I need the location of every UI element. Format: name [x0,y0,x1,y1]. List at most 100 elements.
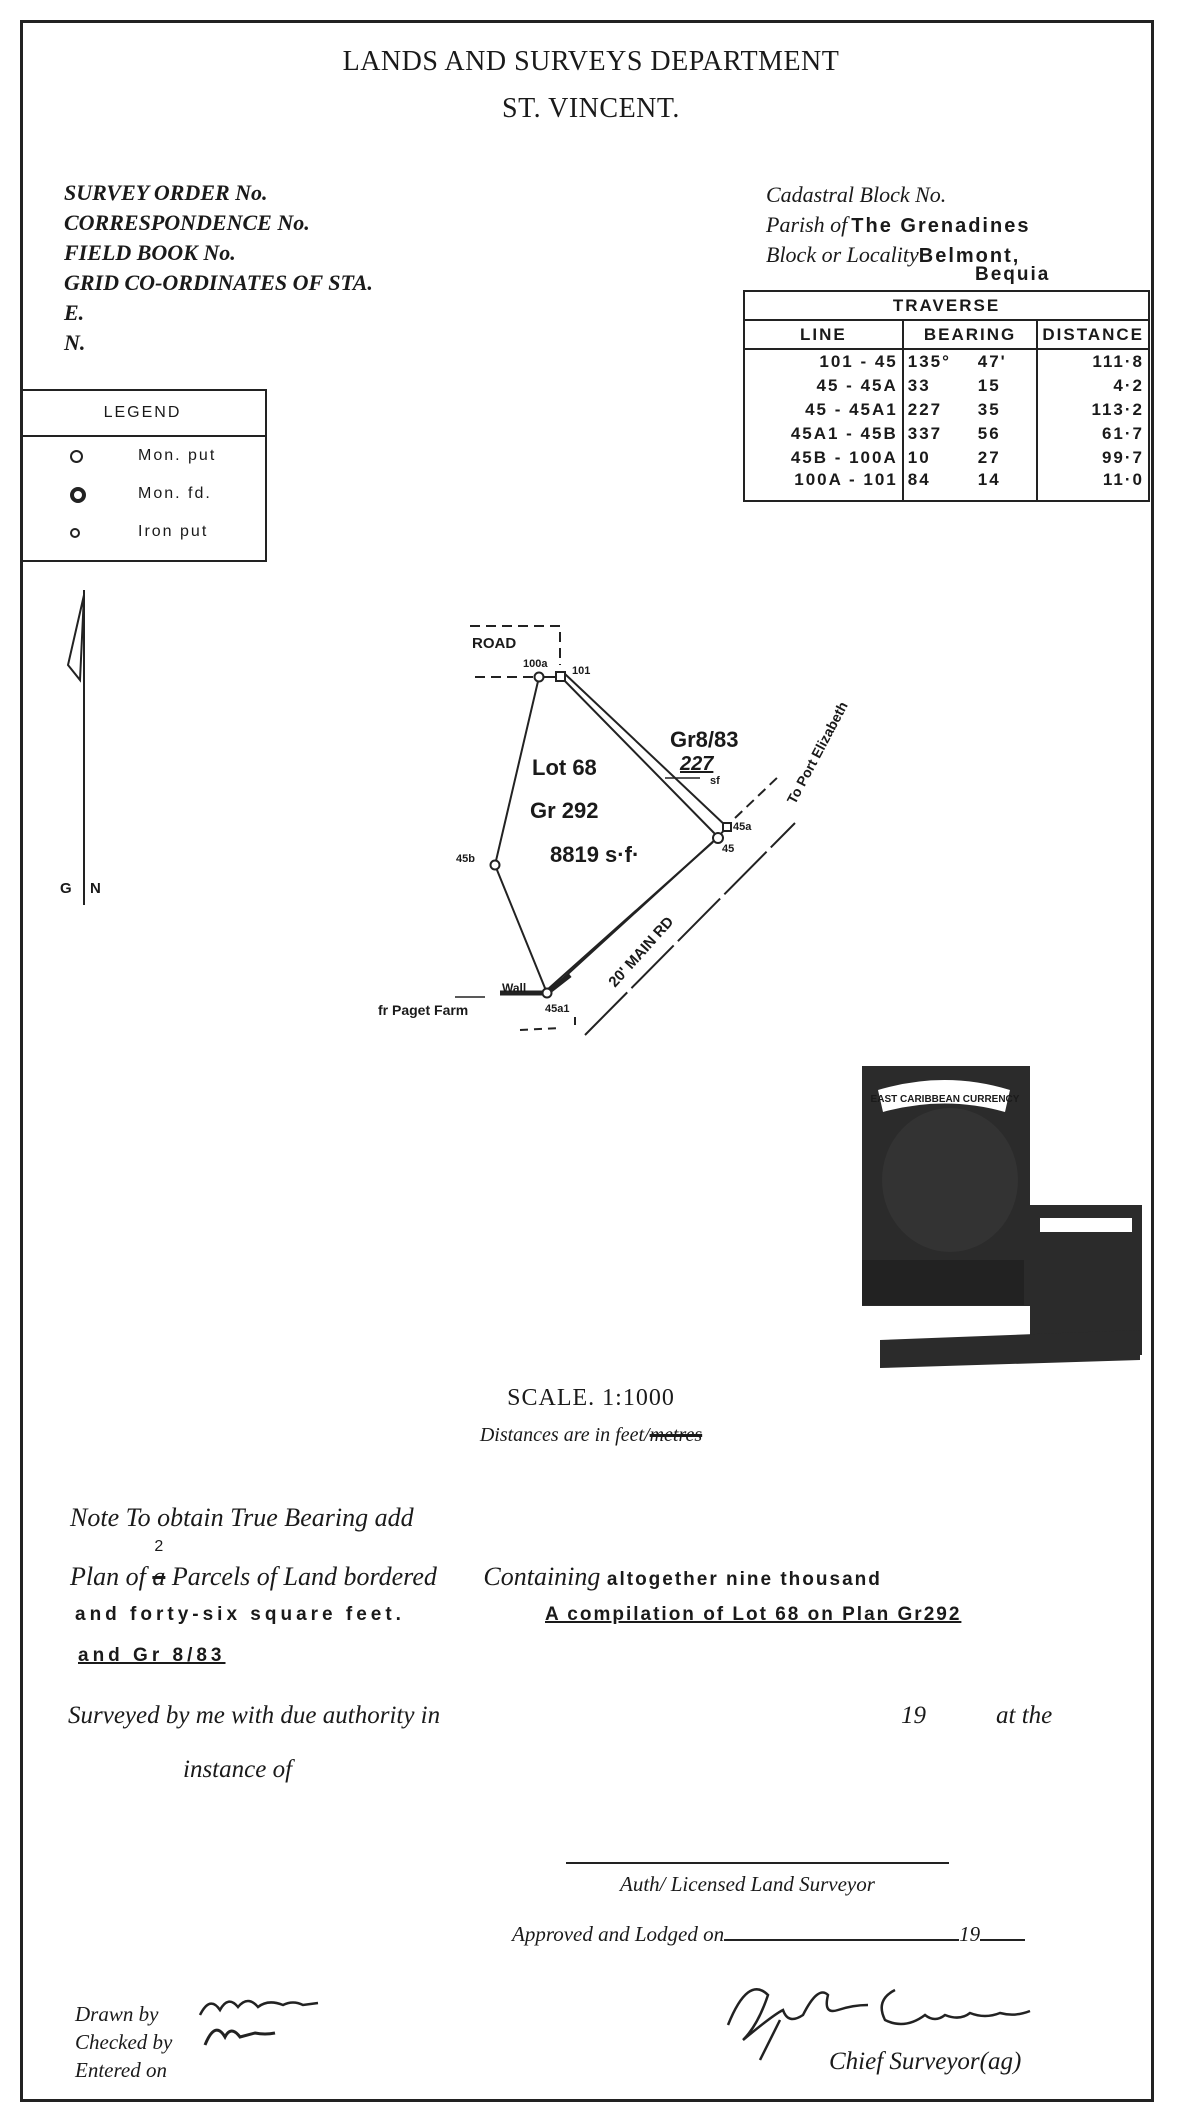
easting-field: E. [64,300,85,325]
approved-year: 19 [959,1922,981,1946]
stamp-lettering: EAST CARIBBEAN CURRENCY [871,1094,1020,1105]
station-45b-label: 45b [456,853,475,865]
north-label-n: N [90,880,101,897]
to-port-elizabeth-label: To Port Elizabeth [784,699,851,807]
chief-surveyor-text: Chief Surveyor [829,2048,980,2075]
lot-number: Lot 68 [532,755,597,780]
entered-on-label: Entered on [75,2058,167,2082]
lot-boundary [493,676,720,995]
station-45b-marker [489,859,501,871]
station-45a1-label: 45a1 [545,1003,569,1015]
bearing-degrees: 227 [907,400,943,419]
legend-label: Mon. fd. [138,485,212,502]
bearing-degrees: 337 [907,424,943,443]
line-cell: 45 - 45A [743,374,904,398]
containing-label: Containing [483,1562,601,1591]
road-label: ROAD [472,635,516,652]
open-circle-icon [70,450,83,463]
distances-struck-unit: metres [649,1424,703,1446]
legend-label: Iron put [138,523,209,540]
station-45-marker [712,832,724,844]
adjacent-plan-number: Gr8/83 [670,727,739,752]
lot-area: 8819 s·f· [550,842,639,867]
compilation-note-2: and Gr 8/83 [78,1645,226,1666]
line-cell: 45 - 45A1 [743,398,904,422]
line-cell: 45B - 100A [743,446,904,470]
distances-unit-text: Distances are in feet/ [479,1424,650,1446]
licensed-surveyor-label: Auth/ Licensed Land Surveyor [620,1872,875,1896]
distance-cell: 99·7 [1036,446,1150,470]
north-label-g: G [60,880,72,897]
postage-stamp: EAST CARIBBEAN CURRENCY [862,1066,1142,1368]
legend-title: LEGEND [20,391,265,437]
bearing-minutes: 47' [977,352,1007,371]
adjacent-area: 227 [679,753,714,775]
station-45a1-marker [541,987,553,999]
distances-note: Distances are in feet/metres [0,1424,1182,1447]
cadastral-block-label: Cadastral Block No. [766,182,947,207]
field-book-field: FIELD BOOK No. [64,240,236,265]
locality-value-island: Bequia [975,264,1051,285]
bearing-minutes: 56 [977,424,1001,443]
true-bearing-note: Note To obtain True Bearing add [70,1503,414,1532]
station-101-marker [555,671,566,682]
station-45a-label: 45a [733,821,752,833]
checked-by-label: Checked by [75,2030,173,2054]
bearing-minutes: 14 [977,470,1001,489]
northing-field: N. [64,330,86,355]
correspondence-field: CORRESPONDENCE No. [64,210,310,235]
grid-coordinates-field: GRID CO-ORDINATES OF STA. [64,270,373,295]
station-45-label: 45 [722,843,734,855]
adjacent-area-unit: sf [710,775,720,787]
survey-order-field: SURVEY ORDER No. [64,180,268,205]
department-title: LANDS AND SURVEYS DEPARTMENT [342,46,840,77]
area-words-1: altogether nine thousand [606,1569,882,1590]
bearing-degrees: 135° [907,352,951,371]
surveyor-signature-line [566,1862,949,1864]
north-arrow-icon [66,590,85,905]
surveyed-by-text: Surveyed by me with due authority in [68,1702,441,1729]
country-title: ST. VINCENT. [502,93,680,124]
bearing-minutes: 27 [977,448,1001,467]
wall-label: Wall [502,981,526,995]
bold-circle-icon [70,487,86,503]
parcel-count-superscript: 2 [154,1538,164,1555]
parish-label: Parish of [766,212,848,237]
line-cell: 101 - 45 [743,349,904,374]
header-line: LINE [743,319,904,350]
station-101-label: 101 [572,665,590,677]
main-road-edge [584,822,796,1036]
instance-of-text: instance of [183,1756,293,1783]
locality-value: Belmont, [918,245,1021,267]
area-words-2: and forty-six square feet. [75,1604,405,1625]
bearing-minutes: 35 [977,400,1001,419]
approved-lodged-label: Approved and Lodged on 19 [512,1922,1026,1947]
header-bearing: BEARING [901,319,1039,350]
scale-label: SCALE. 1:1000 [507,1385,675,1411]
approved-text: Approved and Lodged on [512,1922,725,1946]
station-100a-label: 100a [523,658,548,670]
station-100a-marker [533,671,545,683]
line-cell: 45A1 - 45B [743,422,904,446]
line-cell: 100A - 101 [743,470,904,502]
distance-cell: 61·7 [1036,422,1150,446]
bearing-degrees: 33 [907,376,931,395]
locality-label: Block or Locality [766,242,919,267]
plan-of-label: Plan of [70,1562,146,1591]
acting-suffix: (ag) [979,2048,1022,2075]
paget-farm-label: fr Paget Farm [378,1002,468,1018]
strip-boundary [564,673,728,828]
plan-number: Gr 292 [530,798,599,823]
bearing-degrees: 10 [907,448,931,467]
road-boundary [470,625,561,678]
article-text: a [152,1562,166,1591]
